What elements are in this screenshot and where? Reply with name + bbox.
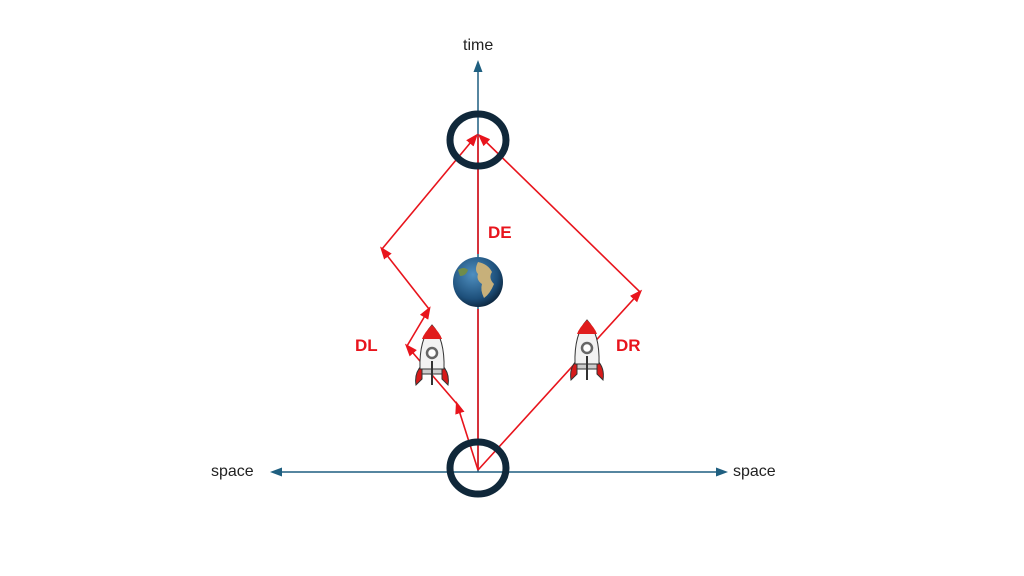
- left-worldline: [380, 133, 479, 471]
- space-axis-left-label: space: [211, 463, 254, 480]
- rocket-left-icon: [415, 324, 449, 387]
- right-worldline: [477, 133, 643, 471]
- earth-icon: [453, 257, 503, 307]
- reunion-event-ring: [446, 110, 510, 170]
- space-axis-right-label: space: [733, 463, 776, 480]
- left-path-label: DL: [355, 336, 378, 355]
- departure-event-ring: [446, 438, 510, 498]
- time-axis-label: time: [463, 37, 494, 54]
- earth-path-label: DE: [488, 223, 512, 242]
- rocket-right-icon: [570, 319, 604, 382]
- right-path-label: DR: [616, 336, 641, 355]
